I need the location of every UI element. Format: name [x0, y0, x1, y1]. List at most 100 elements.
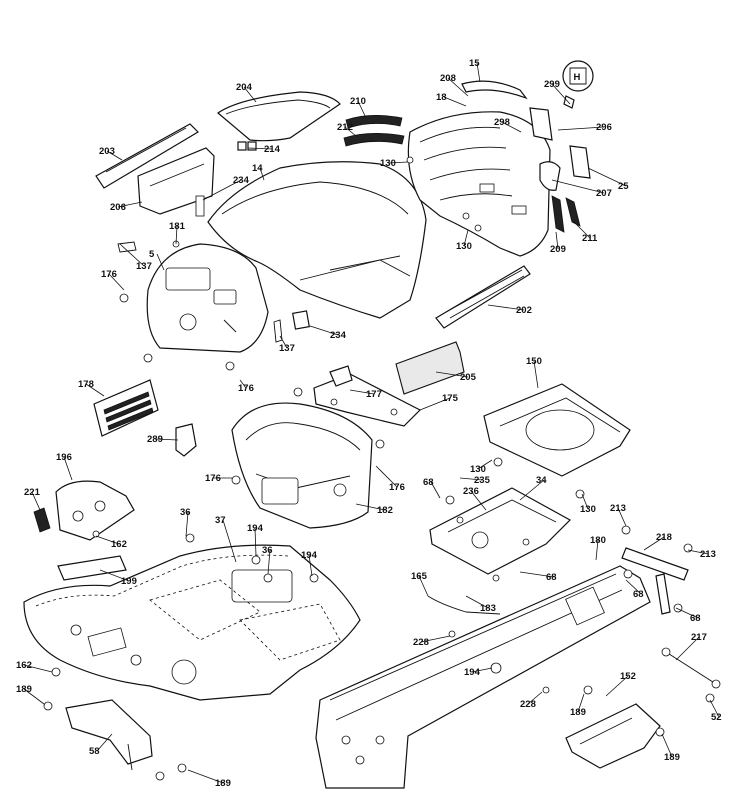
- rod-165: [427, 595, 501, 615]
- callout-leader: [661, 733, 673, 758]
- callout-label: 37: [215, 515, 226, 526]
- callout-leader: [187, 769, 224, 784]
- callout-label: 25: [618, 181, 629, 192]
- callout-leader: [355, 503, 386, 511]
- callout-leader: [117, 201, 143, 208]
- callout-label: 5: [149, 249, 155, 260]
- callout-leader: [247, 147, 273, 150]
- callout-leader: [477, 459, 493, 470]
- logo-299: H: [562, 60, 594, 109]
- grille-strip-212: [343, 133, 405, 147]
- callout-label: 34: [536, 475, 547, 486]
- dashboard-5: [146, 240, 269, 353]
- callout-leader: [95, 535, 120, 545]
- callout-leader: [243, 86, 257, 103]
- callout-leader: [108, 273, 125, 291]
- callout-label: 228: [413, 637, 429, 648]
- callout-leader: [447, 77, 469, 97]
- callout-leader: [551, 179, 605, 194]
- callout-leader: [487, 304, 525, 311]
- callout-leader: [430, 481, 441, 499]
- callout-leader: [344, 126, 357, 137]
- callout-label: 130: [470, 464, 486, 475]
- callout-label: 218: [656, 532, 672, 543]
- callout-leader: [443, 96, 467, 107]
- callout-leader: [119, 243, 145, 267]
- callout-label: 217: [691, 632, 707, 643]
- callout-leader: [254, 527, 257, 557]
- callout-label: 236: [463, 486, 479, 497]
- callout-label: 194: [464, 667, 481, 678]
- callout-leader: [23, 688, 45, 705]
- callout-label: 206: [110, 202, 126, 213]
- callout-label: 212: [337, 122, 353, 133]
- callout-label: 221: [24, 487, 41, 498]
- callout-label: 189: [16, 684, 32, 695]
- callout-label: 213: [610, 503, 626, 514]
- callout-label: 137: [136, 261, 152, 272]
- callout-leader: [581, 493, 589, 510]
- callout-label: 68: [633, 589, 644, 600]
- callout-label: 189: [215, 778, 231, 789]
- callout-leader: [156, 253, 165, 271]
- headlight-207: [539, 161, 561, 191]
- callout-label: 202: [516, 305, 532, 316]
- bracket-206: [137, 147, 215, 215]
- callout-label: 207: [596, 188, 612, 199]
- callout-leader: [259, 167, 265, 181]
- callout-leader: [527, 691, 543, 705]
- callout-label: 213: [700, 549, 716, 560]
- callout-label: 150: [526, 356, 542, 367]
- callout-label: 210: [350, 96, 366, 107]
- callout-leader: [279, 335, 288, 349]
- hood-panel-204: [217, 91, 341, 142]
- callout-leader: [459, 477, 483, 481]
- callout-label: 235: [474, 475, 491, 486]
- callout-label: 58: [89, 746, 100, 757]
- callout-label: 68: [690, 613, 701, 624]
- callout-leader: [617, 507, 627, 527]
- callout-label: 289: [147, 434, 163, 445]
- footrest-37: [23, 544, 361, 701]
- callout-leader: [533, 360, 539, 389]
- logo-text: H: [574, 72, 581, 83]
- callout-label: 175: [442, 393, 459, 404]
- grille-strip-210: [345, 115, 403, 129]
- callout-leader: [308, 554, 313, 577]
- guard-152: [565, 703, 661, 769]
- callout-leader: [595, 539, 599, 561]
- callout-label: 189: [664, 752, 680, 763]
- callout-leader: [349, 389, 375, 395]
- callout-label: 214: [264, 144, 281, 155]
- cover-196: [55, 480, 135, 541]
- callout-leader: [687, 549, 709, 555]
- callout-leader: [85, 383, 105, 397]
- heat-shield-199: [57, 555, 127, 581]
- callout-label: 68: [546, 572, 557, 583]
- callout-leader: [470, 490, 487, 511]
- callout-label: 209: [550, 244, 566, 255]
- callout-leader: [375, 465, 398, 488]
- label-234b: [292, 310, 310, 330]
- callout-label: 234: [330, 330, 347, 341]
- vent-178: [93, 379, 159, 437]
- callout-label: 176: [205, 473, 221, 484]
- callout-label: 183: [480, 603, 496, 614]
- callout-leader: [463, 229, 469, 247]
- callout-label: 199: [121, 576, 137, 587]
- callout-label: 176: [389, 482, 405, 493]
- callout-leader: [23, 664, 53, 673]
- bracket-203: [95, 123, 199, 189]
- bracket-177: [329, 365, 353, 387]
- callout-leader: [31, 491, 41, 511]
- decal-221: [33, 507, 51, 533]
- callout-leader: [501, 121, 522, 133]
- callout-leader: [185, 511, 189, 537]
- seat-plate-34: [429, 487, 571, 582]
- callout-leader: [202, 179, 242, 201]
- badge-296: [529, 107, 553, 141]
- callout-label: 208: [440, 73, 456, 84]
- callout-label: 130: [380, 158, 396, 169]
- callout-label: 14: [252, 163, 263, 174]
